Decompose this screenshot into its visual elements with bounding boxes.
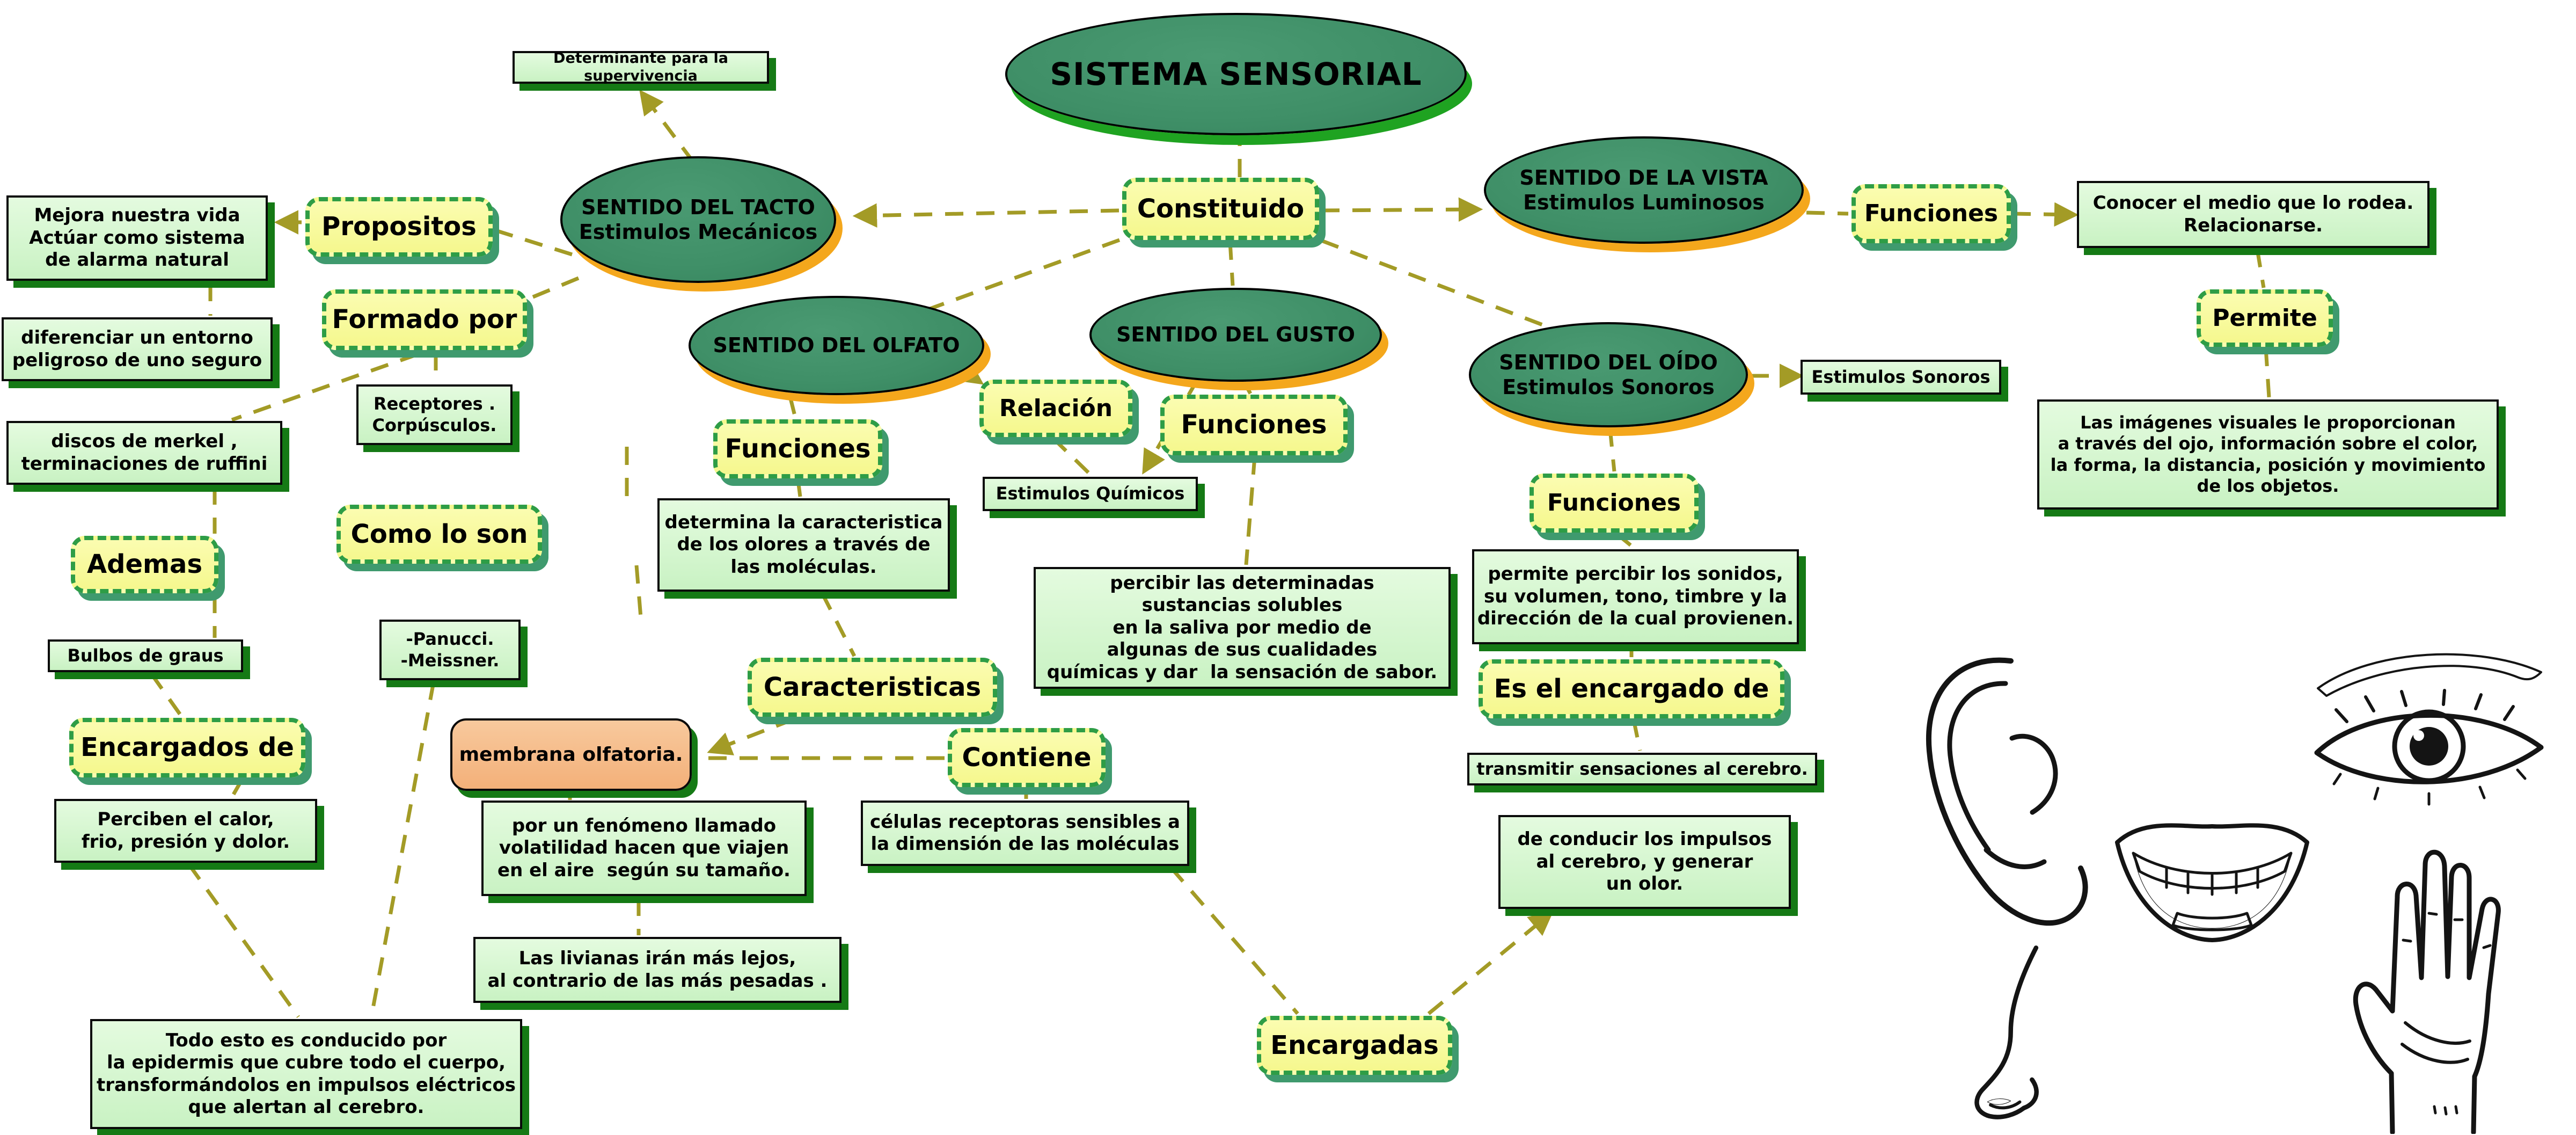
text-todo-esto[interactable]: Todo esto es conducido por la epidermis … (90, 1019, 522, 1129)
text-determina-olores[interactable]: determina la caracteristica de los olore… (657, 498, 950, 592)
text-celulas-receptoras[interactable]: células receptoras sensibles a la dimens… (861, 801, 1189, 866)
link-como-lo-son[interactable]: Como lo son (336, 505, 542, 564)
concept-sentido-gusto[interactable]: SENTIDO DEL GUSTO (1089, 288, 1382, 382)
link-encargados-de[interactable]: Encargados de (69, 718, 305, 777)
text-transmitir-sensaciones[interactable]: transmitir sensaciones al cerebro. (1467, 753, 1817, 785)
link-relacion[interactable]: Relación (979, 380, 1132, 437)
text-livianas[interactable]: Las livianas irán más lejos, al contrari… (473, 937, 841, 1003)
concept-sentido-tacto[interactable]: SENTIDO DEL TACTO Estimulos Mecánicos (560, 156, 836, 283)
text-estimulos-quimicos[interactable]: Estimulos Químicos (983, 477, 1198, 511)
link-funciones-oido[interactable]: Funciones (1529, 474, 1699, 533)
text-diferenciar-entorno[interactable]: diferenciar un entorno peligroso de uno … (2, 317, 273, 381)
text-fenomeno-volatilidad[interactable]: por un fenómeno llamado volatilidad hace… (481, 801, 807, 896)
text-determinante[interactable]: Determinante para la supervivencia (513, 50, 769, 84)
text-conducir-impulsos[interactable]: de conducir los impulsos al cerebro, y g… (1498, 815, 1791, 909)
text-percibir-sustancias[interactable]: percibir las determinadas sustancias sol… (1034, 567, 1451, 689)
text-conocer-medio[interactable]: Conocer el medio que lo rodea. Relaciona… (2077, 181, 2429, 248)
concept-sentido-vista[interactable]: SENTIDO DE LA VISTA Estimulos Luminosos (1484, 136, 1804, 244)
hand-illustration (2353, 849, 2501, 1134)
ear-illustration (1926, 657, 2088, 926)
text-estimulos-sonoros[interactable]: Estimulos Sonoros (1801, 360, 2001, 395)
link-permite[interactable]: Permite (2197, 289, 2333, 347)
text-imagenes-visuales[interactable]: Las imágenes visuales le proporcionan a … (2037, 399, 2499, 510)
link-funciones-vista[interactable]: Funciones (1851, 184, 2011, 243)
link-funciones-gusto[interactable]: Funciones (1160, 395, 1348, 455)
nose-illustration (1974, 945, 2039, 1119)
link-caracteristicas[interactable]: Caracteristicas (748, 658, 997, 717)
concept-sistema-sensorial[interactable]: SISTEMA SENSORIAL (1005, 13, 1467, 135)
text-membrana-olfatoria[interactable]: membrana olfatoria. (450, 718, 692, 791)
link-constituido[interactable]: Constituido (1122, 178, 1319, 240)
link-propositos[interactable]: Propositos (305, 197, 493, 257)
link-ademas[interactable]: Ademas (71, 536, 218, 593)
text-panucci-meissner[interactable]: -Panucci. -Meissner. (379, 620, 521, 680)
link-encargadas[interactable]: Encargadas (1257, 1016, 1452, 1075)
eye-illustration (2314, 653, 2544, 806)
link-es-el-encargado-de[interactable]: Es el encargado de (1479, 659, 1784, 718)
concept-sentido-oido[interactable]: SENTIDO DEL OÍDO Estimulos Sonoros (1469, 322, 1748, 427)
text-receptores[interactable]: Receptores . Corpúsculos. (356, 384, 513, 445)
text-permite-percibir[interactable]: permite percibir los sonidos, su volumen… (1472, 549, 1799, 644)
link-funciones-olfato[interactable]: Funciones (713, 419, 882, 478)
text-mejora-vida[interactable]: Mejora nuestra vida Actúar como sistema … (6, 195, 268, 281)
link-formado-por[interactable]: Formado por (322, 289, 527, 350)
link-contiene[interactable]: Contiene (948, 728, 1106, 787)
mouth-illustration (2115, 823, 2309, 942)
text-perciben-calor[interactable]: Perciben el calor, frio, presión y dolor… (54, 799, 317, 863)
concept-sentido-olfato[interactable]: SENTIDO DEL OLFATO (689, 296, 984, 395)
text-bulbos-graus[interactable]: Bulbos de graus (48, 639, 243, 672)
text-discos-merkel[interactable]: discos de merkel , terminaciones de ruff… (6, 421, 282, 485)
